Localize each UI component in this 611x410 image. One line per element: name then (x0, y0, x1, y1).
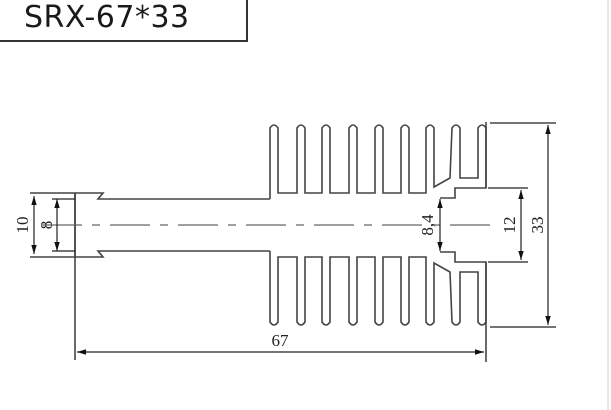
profile-outline (30, 122, 487, 362)
dim-label-slot-gap: 8,4 (418, 214, 437, 236)
title-box: SRX-67*33 (0, 0, 248, 42)
dim-label-overall-height: 33 (528, 217, 547, 234)
dimension-lines (31, 122, 556, 355)
model-title: SRX-67*33 (24, 0, 190, 35)
dim-label-end-block: 12 (500, 217, 519, 234)
page-edge (607, 0, 609, 410)
dim-label-overall-length: 67 (272, 331, 290, 350)
dim-label-base-inner: 8 (37, 221, 56, 230)
dim-label-base-outer: 10 (13, 217, 32, 234)
